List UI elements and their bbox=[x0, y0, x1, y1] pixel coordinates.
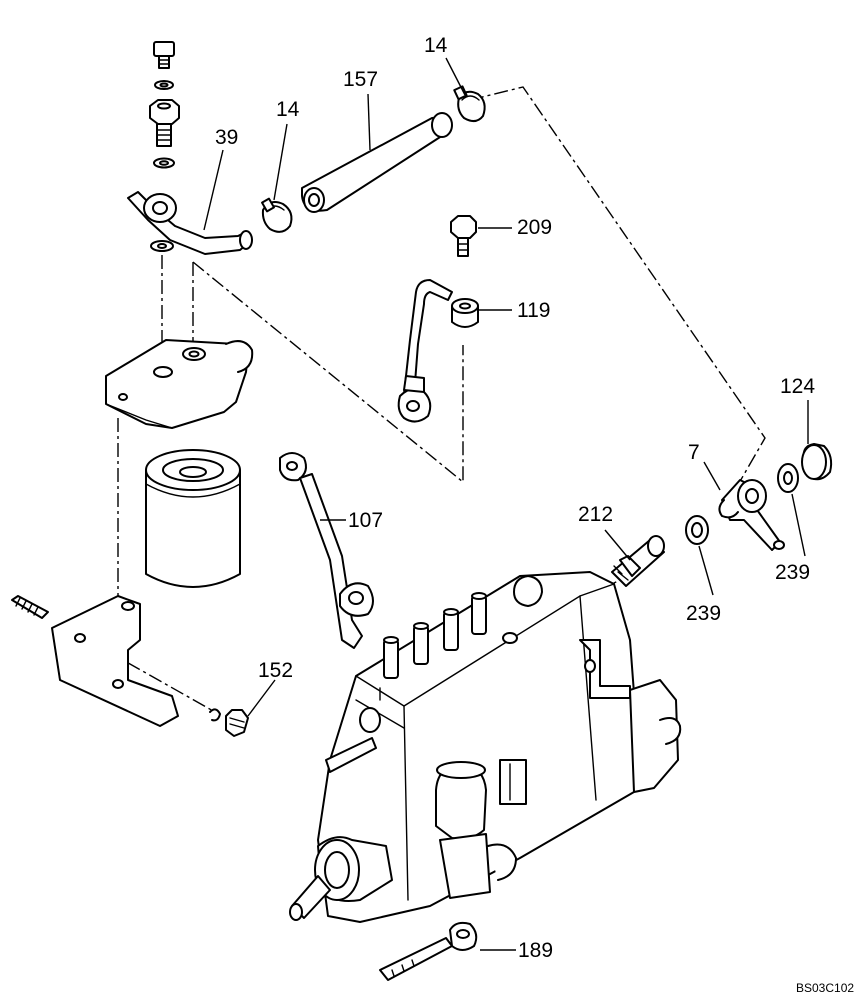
callout-labels: 14 157 14 39 209 119 124 7 107 212 239 2… bbox=[215, 34, 854, 995]
callout-212: 212 bbox=[578, 503, 613, 526]
callout-124: 124 bbox=[780, 375, 815, 398]
banjo-bolt-189 bbox=[379, 921, 478, 981]
hose-clamp-right bbox=[453, 85, 486, 122]
stud-bolt bbox=[11, 595, 49, 619]
callout-7: 7 bbox=[688, 441, 700, 464]
washer-239-inner bbox=[685, 515, 709, 545]
callout-14-left: 14 bbox=[276, 98, 300, 121]
injection-pump bbox=[289, 571, 682, 923]
drawing-code: BS03C102 bbox=[796, 981, 854, 995]
callout-157: 157 bbox=[343, 68, 378, 91]
callout-152: 152 bbox=[258, 659, 293, 682]
pipe-107 bbox=[279, 452, 374, 649]
washer-239-outer bbox=[777, 463, 799, 493]
mounting-bracket bbox=[51, 595, 179, 727]
banjo-fitting-7 bbox=[718, 479, 785, 551]
pipe-39 bbox=[127, 191, 253, 255]
cap-124 bbox=[801, 443, 833, 481]
callout-239-outer: 239 bbox=[775, 561, 810, 584]
callout-119: 119 bbox=[517, 299, 550, 322]
callout-209: 209 bbox=[517, 216, 552, 239]
callout-14-top: 14 bbox=[424, 34, 448, 57]
filter-head bbox=[105, 339, 254, 429]
banjo-bolt-stack bbox=[149, 41, 180, 252]
washer-119 bbox=[451, 298, 479, 328]
filter-element bbox=[145, 449, 241, 588]
hose-clamp-left bbox=[261, 197, 293, 233]
fitting-212 bbox=[611, 535, 665, 587]
nut-152 bbox=[209, 708, 249, 737]
fuel-pipe-upper bbox=[397, 279, 453, 423]
callout-189: 189 bbox=[518, 939, 553, 962]
callout-39: 39 bbox=[215, 126, 238, 149]
callout-239-inner: 239 bbox=[686, 602, 721, 625]
callout-107: 107 bbox=[348, 509, 383, 532]
bolt-209 bbox=[450, 215, 477, 257]
leader-lines bbox=[203, 57, 809, 951]
hose-157 bbox=[301, 112, 453, 213]
